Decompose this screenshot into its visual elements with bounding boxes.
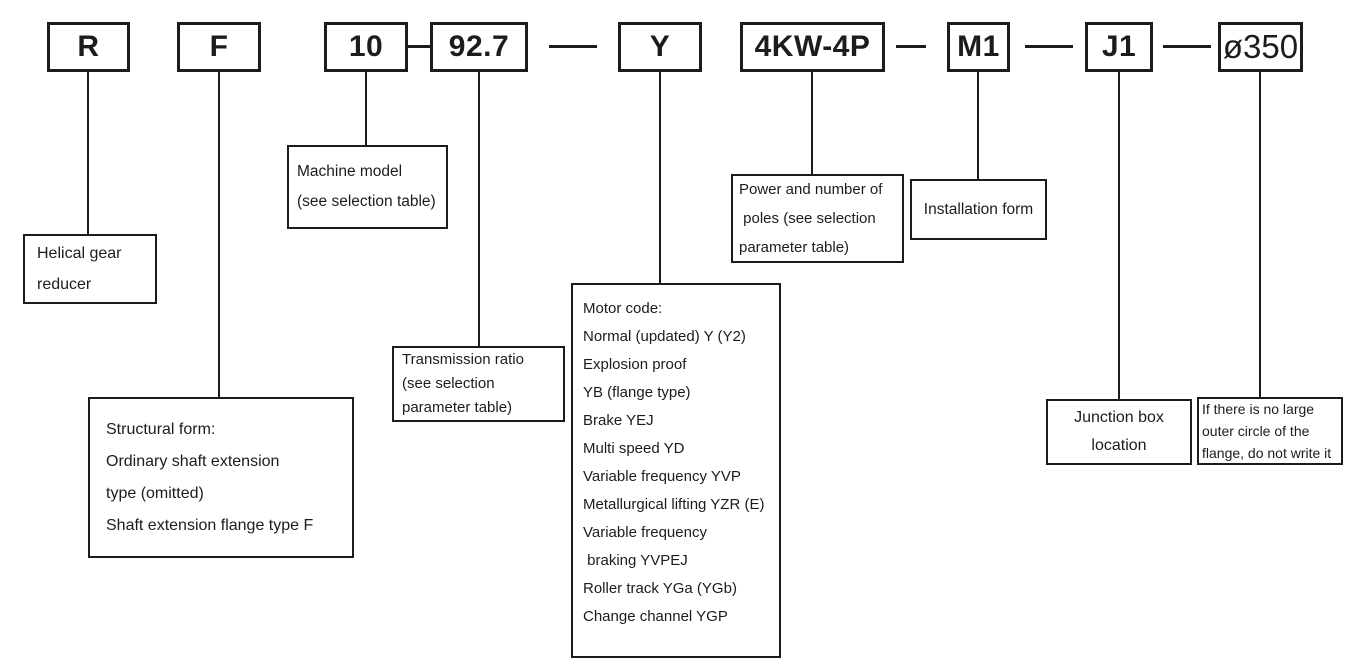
note-text-line: Change channel YGP: [583, 608, 728, 625]
code-label-junction: J1: [1101, 30, 1137, 63]
connector-power-poles: [811, 72, 813, 174]
code-box-junction: J1: [1085, 22, 1153, 72]
note-text-line: Structural form:: [106, 420, 216, 438]
dash-installation-junction: [1025, 45, 1073, 48]
note-helical-gear-reducer: Helical gear reducer: [23, 234, 157, 304]
note-text-line: (see selection table): [297, 193, 436, 210]
note-text-line: flange, do not write it: [1202, 445, 1332, 461]
note-text-line: Power and number of: [739, 181, 883, 198]
connector-flange-diameter: [1259, 72, 1261, 397]
note-text-line: poles (see selection: [739, 210, 876, 227]
note-text-line: If there is no large: [1202, 401, 1315, 417]
code-label-power-poles: 4KW-4P: [754, 30, 871, 63]
note-power-and-poles: Power and number of poles (see selection…: [731, 174, 904, 263]
code-box-power-poles: 4KW-4P: [740, 22, 885, 72]
note-text-line: Transmission ratio: [402, 351, 524, 368]
note-flange-omission-rule: If there is no large outer circle of the…: [1197, 397, 1343, 465]
note-text-line: Multi speed YD: [583, 440, 685, 457]
dash-power-installation: [896, 45, 926, 48]
code-box-machine-model: 10: [324, 22, 408, 72]
code-box-structural-form: F: [177, 22, 261, 72]
note-text-line: (see selection: [402, 375, 495, 392]
code-box-reducer: R: [47, 22, 130, 72]
code-box-flange-diameter: ø350: [1218, 22, 1303, 72]
code-label-transmission-ratio: 92.7: [448, 30, 510, 63]
code-label-flange-diameter: ø350: [1222, 28, 1299, 65]
code-label-reducer: R: [77, 30, 100, 63]
note-text-line: Explosion proof: [583, 356, 687, 373]
note-junction-box-location: Junction box location: [1046, 399, 1192, 465]
note-text-line: outer circle of the: [1202, 423, 1310, 439]
note-text-line: parameter table): [739, 239, 850, 256]
note-text-line: Installation form: [923, 200, 1034, 218]
dash-ratio-motor: [549, 45, 597, 48]
code-box-installation: M1: [947, 22, 1010, 72]
note-machine-model: Machine model (see selection table): [287, 145, 448, 229]
dash-junction-flange: [1163, 45, 1211, 48]
note-text-line: Shaft extension flange type F: [106, 516, 314, 534]
connector-junction: [1118, 72, 1120, 399]
note-text-line: Machine model: [297, 163, 403, 180]
code-label-installation: M1: [957, 30, 1000, 63]
code-label-structural-form: F: [209, 30, 229, 63]
code-label-machine-model: 10: [348, 30, 384, 63]
connector-installation: [977, 72, 979, 179]
note-structural-form: Structural form: Ordinary shaft extensio…: [88, 397, 354, 558]
connector-machine-model: [365, 72, 367, 145]
note-text-line: reducer: [37, 276, 92, 293]
dash-model-ratio: [406, 45, 431, 48]
note-text-line: braking YVPEJ: [583, 552, 688, 569]
connector-motor-code: [659, 72, 661, 283]
note-text-line: type (omitted): [106, 484, 204, 502]
note-text-line: Normal (updated) Y (Y2): [583, 328, 746, 345]
connector-transmission-ratio: [478, 72, 480, 346]
note-text-line: YB (flange type): [583, 384, 691, 401]
connector-reducer: [87, 72, 89, 234]
note-text-line: Junction box: [1074, 409, 1164, 426]
code-box-transmission-ratio: 92.7: [430, 22, 528, 72]
note-text-line: parameter table): [402, 399, 513, 416]
note-text-line: Helical gear: [37, 245, 122, 262]
note-motor-code: Motor code: Normal (updated) Y (Y2) Expl…: [571, 283, 781, 658]
code-box-motor-code: Y: [618, 22, 702, 72]
note-text-line: Variable frequency: [583, 524, 707, 541]
note-installation-form: Installation form: [910, 179, 1047, 240]
note-text-line: location: [1091, 437, 1147, 454]
code-label-motor-code: Y: [649, 30, 671, 63]
note-text-line: Brake YEJ: [583, 412, 654, 429]
note-text-line: Variable frequency YVP: [583, 468, 741, 485]
note-text-line: Motor code:: [583, 300, 663, 317]
note-text-line: Roller track YGa (YGb): [583, 580, 737, 597]
note-text-line: Metallurgical lifting YZR (E): [583, 496, 765, 513]
connector-structural-form: [218, 72, 220, 397]
note-transmission-ratio: Transmission ratio (see selection parame…: [392, 346, 565, 422]
note-text-line: Ordinary shaft extension: [106, 452, 280, 470]
